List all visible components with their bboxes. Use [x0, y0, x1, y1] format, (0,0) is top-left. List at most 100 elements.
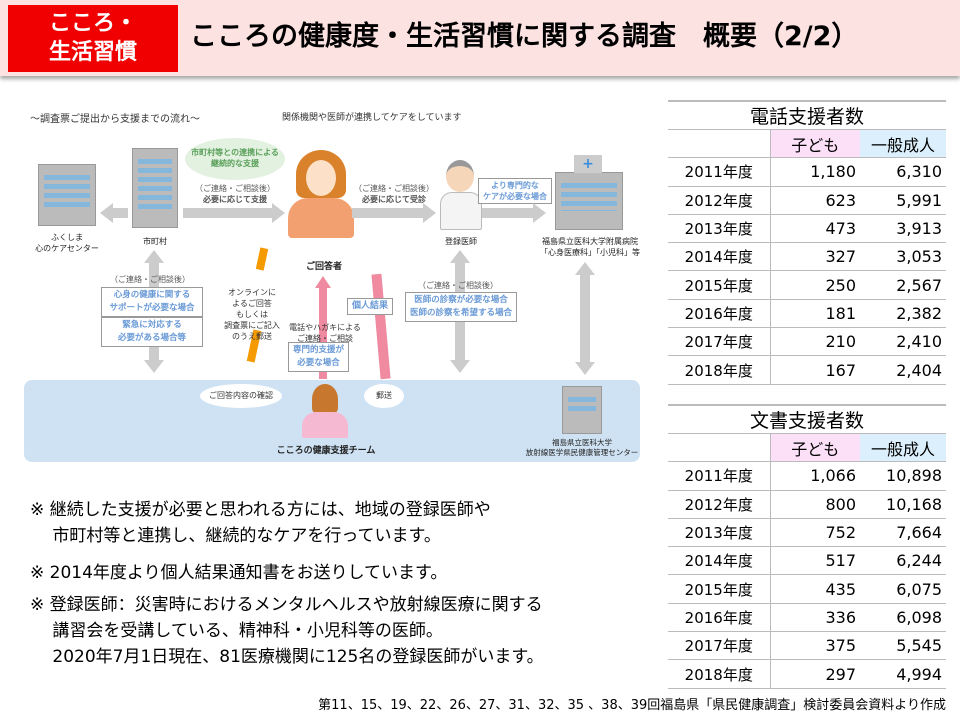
col-adult: 一般成人 [860, 129, 946, 159]
category-badge: こころ・ 生活習慣 [8, 5, 178, 72]
arrow-up-icon [144, 250, 164, 263]
adult-count-cell: 2,567 [860, 270, 946, 300]
year-cell: 2012年度 [668, 186, 771, 215]
respondent-label: ご回答者 [305, 262, 342, 272]
doctor-arrow-note: （ご連絡・ご相談後）必要に応じて受診 [354, 184, 434, 204]
source-footer: 第11、15、19、22、26、27、31、32、35 、38、39回福島県「県… [318, 698, 946, 713]
care-center-label: ふくしま心のケアセンター [35, 233, 99, 253]
adult-count-cell: 4,994 [860, 659, 946, 689]
arrow-left-icon [100, 203, 113, 223]
child-count-cell: 375 [770, 631, 860, 661]
adult-count-cell: 2,382 [860, 299, 946, 329]
phone-note: 電話やハガキによるご連絡・ご相談 [289, 323, 361, 343]
year-cell: 2013年度 [668, 214, 771, 244]
center-label: 福島県立医科大学放射線医学県民健康管理センター [525, 438, 639, 457]
adult-count-cell: 6,098 [860, 603, 946, 633]
col-adult: 一般成人 [860, 433, 946, 463]
badge-line: こころ・ [48, 11, 137, 36]
child-count-cell: 167 [770, 355, 860, 385]
individual-result-box: 個人結果 [347, 298, 394, 315]
pink-arrow-icon [371, 273, 391, 380]
team-staff-avatar-icon [312, 384, 338, 414]
year-cell: 2018年度 [668, 659, 771, 689]
arrow-right-icon [423, 203, 436, 223]
year-cell: 2016年度 [668, 603, 771, 633]
doctor-label: 登録医師 [445, 237, 477, 246]
diagram-subheading: 関係機関や医師が連携してケアをしています [282, 113, 462, 123]
table-title: 文書支援者数 [668, 404, 946, 434]
pink-arrow-up-icon [315, 276, 331, 288]
arrow-down-icon [575, 362, 595, 375]
page-title: こころの健康度・生活習慣に関する調査 概要（2/2） [190, 21, 859, 52]
arrow-right-icon [533, 203, 546, 223]
adult-count-cell: 6,075 [860, 574, 946, 604]
child-count-cell: 800 [770, 490, 860, 519]
badge-line: 生活習慣 [48, 40, 137, 65]
year-cell: 2015年度 [668, 574, 771, 604]
confirm-label: ご回答内容の確認 [200, 384, 282, 408]
municipality-label: 市町村 [143, 237, 167, 246]
mail-label: 郵送 [364, 384, 404, 408]
center-building-icon [562, 386, 602, 434]
year-cell: 2017年度 [668, 631, 771, 661]
adult-count-cell: 5,991 [860, 186, 946, 215]
adult-count-cell: 10,898 [860, 461, 946, 491]
note-3: ※ 登録医師：災害時におけるメンタルヘルスや放射線医療に関する 講習会を受講して… [30, 595, 544, 667]
hospital-building-icon [555, 172, 623, 230]
arrow-down-icon [144, 360, 164, 373]
table-title: 電話支援者数 [668, 100, 946, 130]
left-arrow-note: （ご連絡・ご相談後） [110, 275, 190, 284]
note-1: ※ 継続した支援が必要と思われる方には、地域の登録医師や 市町村等と連携し、継続… [30, 500, 491, 546]
child-count-cell: 336 [770, 603, 860, 633]
pro-support-box: 専門的支援が必要な場合 [288, 342, 350, 372]
adult-count-cell: 6,310 [860, 157, 946, 187]
adult-count-cell: 10,168 [860, 490, 946, 519]
specialized-care-box: より専門的なケアが必要な場合 [478, 178, 552, 204]
adult-count-cell: 7,664 [860, 518, 946, 548]
child-count-cell: 623 [770, 186, 860, 215]
hospital-label: 福島県立医科大学附属病院「心身医療科」「小児科」等 [540, 237, 640, 257]
municipality-building-icon [132, 148, 178, 228]
adult-count-cell: 2,410 [860, 327, 946, 357]
doctor-case-box: 医師の診察が必要な場合医師の診察を希望する場合 [405, 292, 518, 322]
child-count-cell: 517 [770, 546, 860, 576]
year-cell: 2014年度 [668, 242, 771, 272]
continuous-support-bubble: 市町村等との連携による継続的な支援 [185, 138, 285, 180]
child-count-cell: 210 [770, 327, 860, 357]
child-count-cell: 752 [770, 518, 860, 548]
arrow-down-icon [450, 360, 470, 373]
child-count-cell: 1,066 [770, 461, 860, 491]
municipality-arrow-note: （ご連絡・ご相談後）必要に応じて支援 [195, 184, 275, 204]
year-cell: 2011年度 [668, 461, 771, 491]
left-case-box-1: 心身の健康に関するサポートが必要な場合 [101, 287, 203, 317]
adult-count-cell: 2,404 [860, 355, 946, 385]
arrow-up-icon [575, 262, 595, 275]
team-label: こころの健康支援チーム [276, 446, 376, 456]
note-2: ※ 2014年度より個人結果通知書をお送りしています。 [30, 563, 448, 583]
year-cell: 2015年度 [668, 270, 771, 300]
year-cell: 2014年度 [668, 546, 771, 576]
year-cell: 2018年度 [668, 355, 771, 385]
adult-count-cell: 3,913 [860, 214, 946, 244]
diagram-heading: ～調査票ご提出から支援までの流れ～ [30, 114, 200, 125]
child-count-cell: 181 [770, 299, 860, 329]
adult-count-cell: 5,545 [860, 631, 946, 661]
col-child: 子ども [770, 433, 860, 463]
care-center-building-icon [38, 164, 96, 226]
arrow-up-icon [450, 250, 470, 263]
